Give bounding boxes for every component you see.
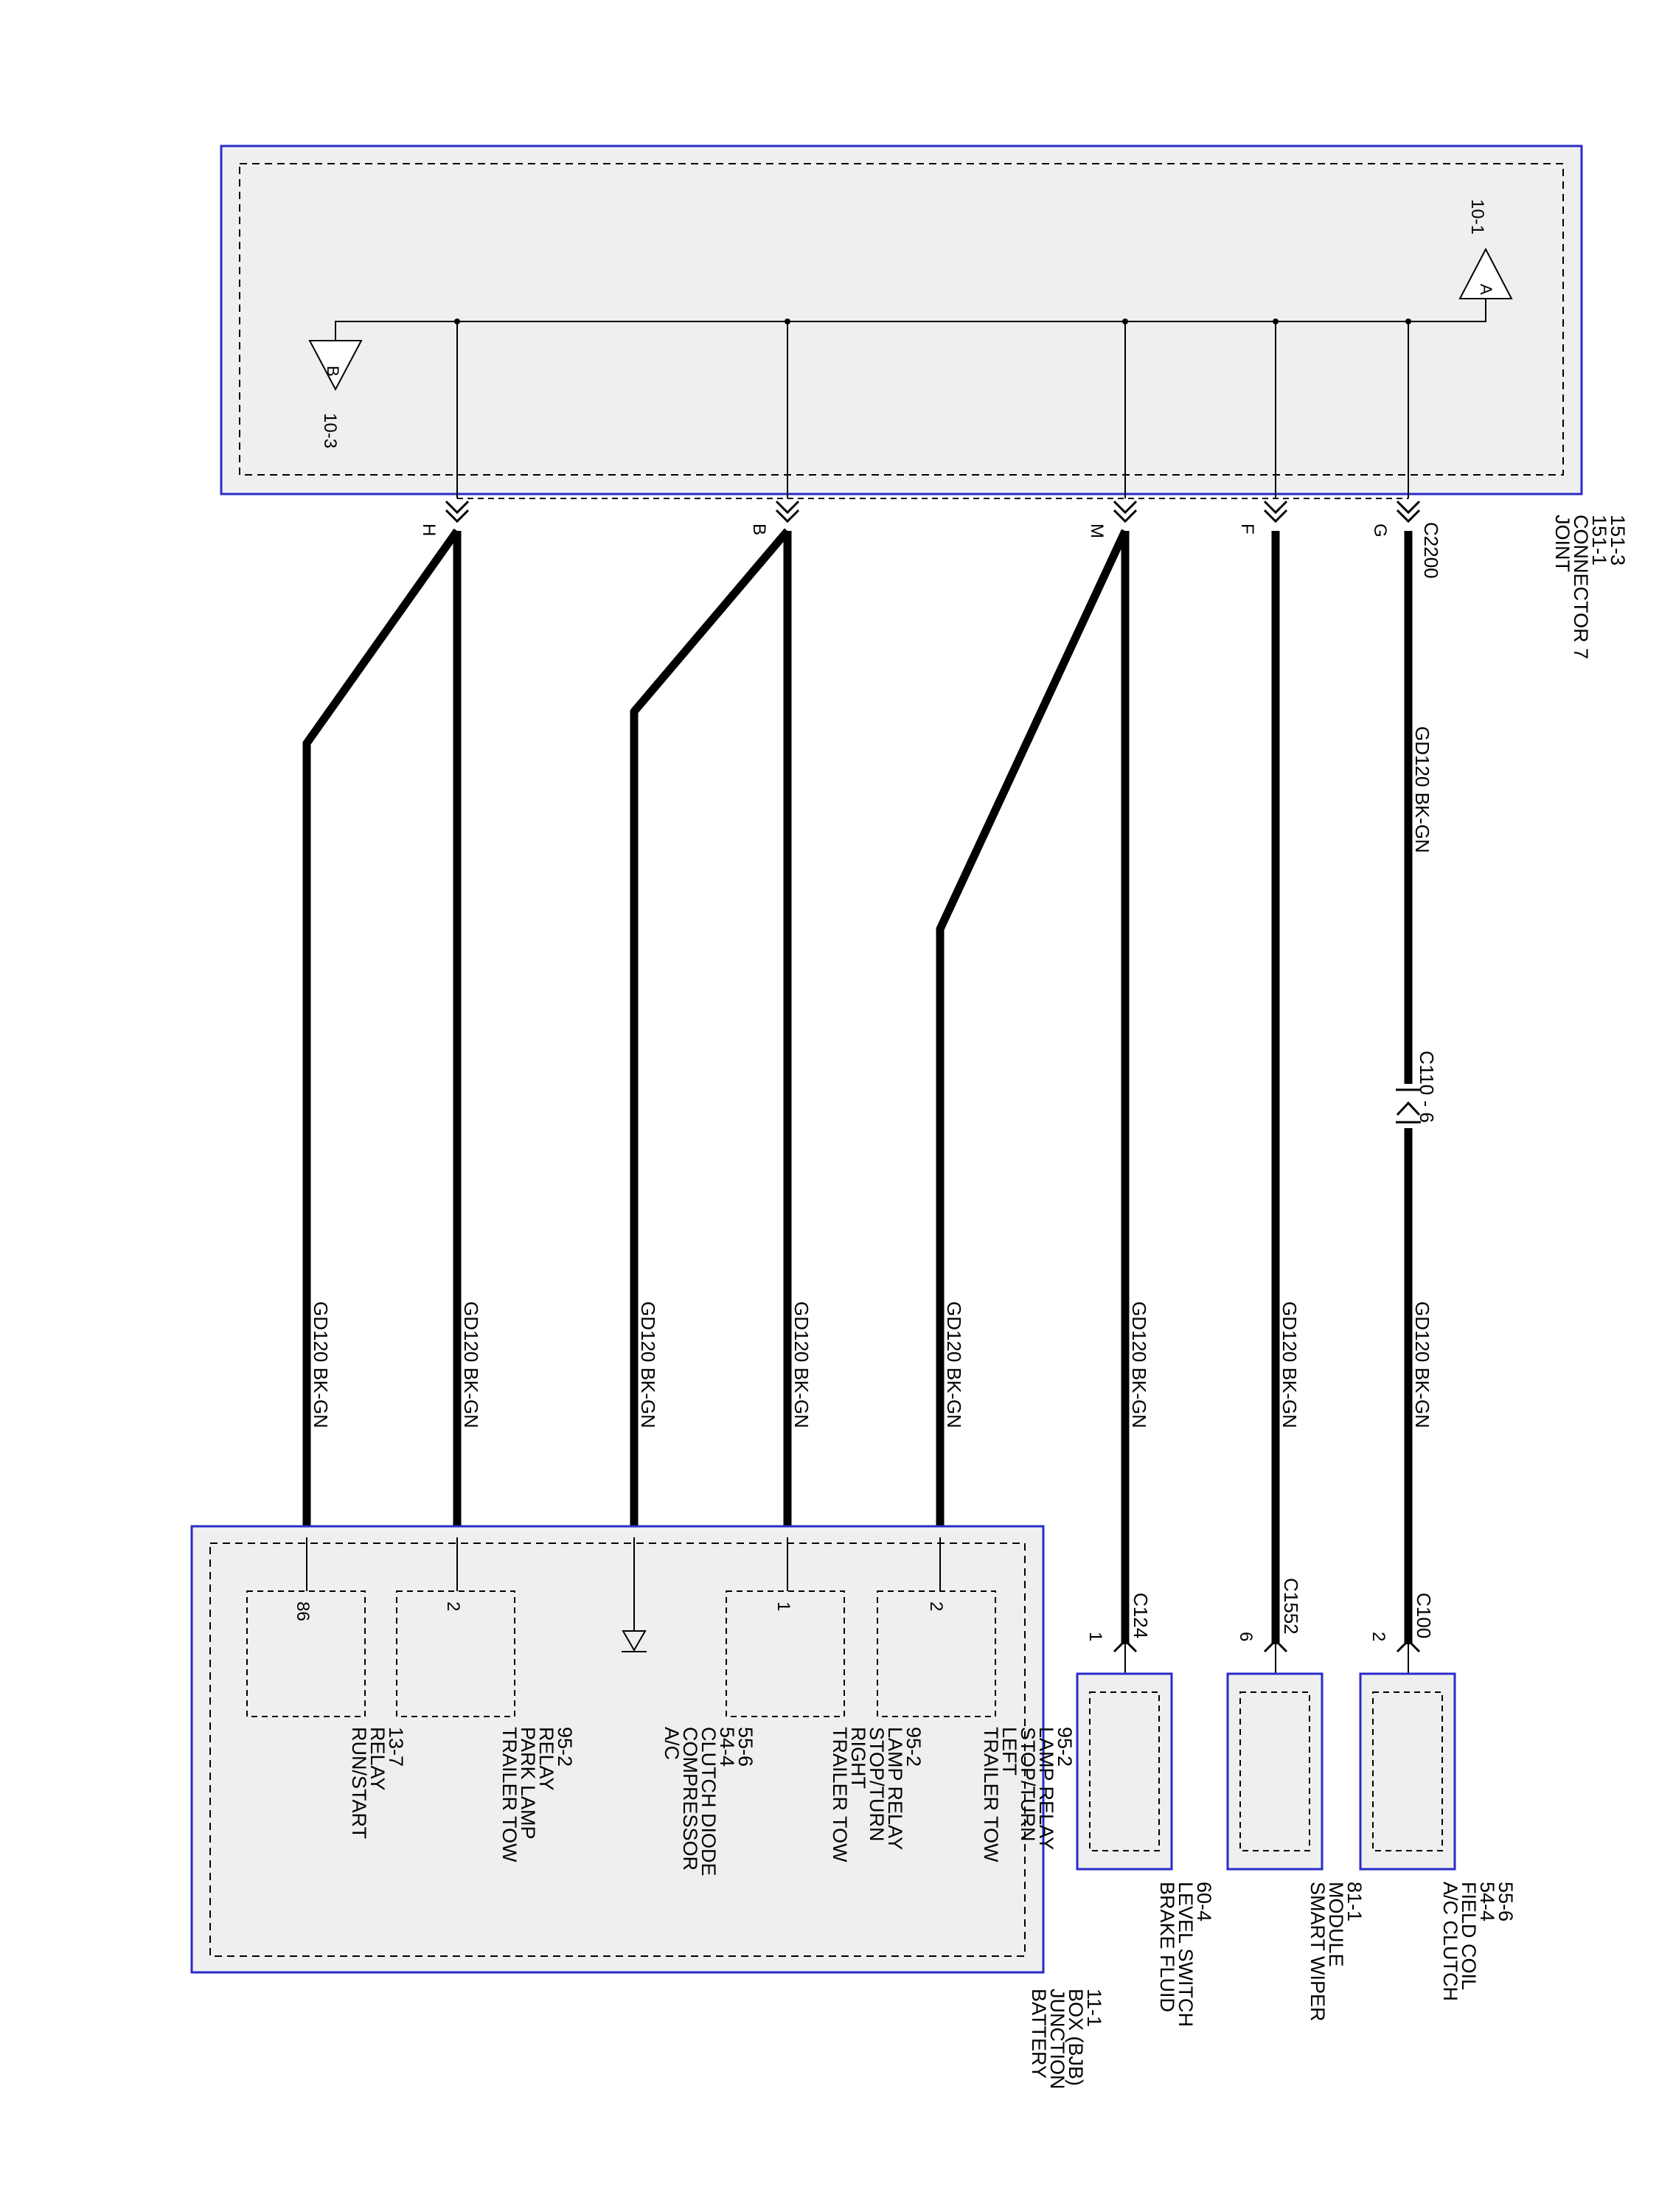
wire-g-upper-label: GD120 BK-GN xyxy=(1411,726,1433,853)
joint-connector-title: JOINT CONNECTOR 7 151-1 151-3 xyxy=(1551,515,1629,665)
joint-connector-box xyxy=(220,145,1583,495)
run-start-relay-label: RUN/START RELAY 13-7 xyxy=(348,1727,407,1844)
bjb-title: BATTERY JUNCTION BOX (BJB) 11-1 xyxy=(1028,1989,1105,2095)
c1552-pin: 6 xyxy=(1236,1632,1256,1641)
splice-dots xyxy=(454,319,1411,324)
trailer-tow-park-lamp-relay: 2 TRAILER TOW PARK LAMP RELAY 95-2 xyxy=(396,1537,576,1868)
c1552-label: C1552 xyxy=(1280,1578,1302,1635)
c110-connector-icon xyxy=(1396,1088,1421,1124)
left-stop-relay-label: TRAILER TOW LEFT STOP/TURN LAMP RELAY 95… xyxy=(980,1727,1076,1868)
wire-h-runstart xyxy=(302,528,461,1537)
c124-label: C124 xyxy=(1130,1593,1152,1638)
ac-compressor-clutch-diode-label: A/C COMPRESSOR CLUTCH DIODE 54-4 55-6 xyxy=(661,1727,757,1882)
wire-diode-label: GD120 BK-GN xyxy=(637,1301,659,1428)
brake-fluid-level-switch-label: BRAKE FLUID LEVEL SWITCH 60-4 xyxy=(1156,1882,1215,2033)
c110-label: C110 - 6 xyxy=(1416,1051,1438,1123)
flag-a-letter: A xyxy=(1477,284,1495,295)
smart-wiper-module: C1552 6 SMART WIPER MODULE 81-1 xyxy=(1226,1578,1366,2027)
pin-m-label: M xyxy=(1087,524,1107,538)
pin-b-label: B xyxy=(749,524,769,535)
flag-b-icon xyxy=(308,340,363,392)
pin-f-label: F xyxy=(1237,524,1257,535)
wire-m-label: GD120 BK-GN xyxy=(1128,1301,1150,1428)
ac-clutch-field-coil-label: A/C CLUTCH FIELD COIL 54-4 55-6 xyxy=(1439,1882,1517,2007)
c124-chevron-icon xyxy=(1113,1638,1138,1653)
right-stop-relay-pin: 1 xyxy=(773,1601,793,1611)
left-stop-relay-pin: 2 xyxy=(926,1601,946,1611)
wire-left-stop-label: GD120 BK-GN xyxy=(943,1301,965,1428)
battery-junction-box: BATTERY JUNCTION BOX (BJB) 11-1 xyxy=(190,1525,1105,2095)
run-start-relay: 86 RUN/START RELAY 13-7 xyxy=(246,1537,407,1844)
park-lamp-relay-pin: 2 xyxy=(443,1601,463,1611)
c100-label: C100 xyxy=(1413,1593,1435,1638)
pin-g-label: G xyxy=(1370,524,1390,538)
brake-fluid-level-switch: C124 1 BRAKE FLUID LEVEL SWITCH 60-4 xyxy=(1076,1593,1215,2033)
c2200-label: C2200 xyxy=(1420,522,1442,579)
c1552-chevron-icon xyxy=(1263,1638,1288,1653)
ac-compressor-clutch-diode: A/C COMPRESSOR CLUTCH DIODE 54-4 55-6 xyxy=(622,1537,757,1882)
smart-wiper-module-label: SMART WIPER MODULE 81-1 xyxy=(1307,1882,1366,2027)
diode-icon xyxy=(622,1630,647,1652)
wire-f-label: GD120 BK-GN xyxy=(1279,1301,1301,1428)
flag-b-letter: B xyxy=(324,366,342,377)
wire-b-diode xyxy=(630,528,791,1537)
wire-right-stop-label: GD120 BK-GN xyxy=(790,1301,813,1428)
joint-connector-inner-box xyxy=(239,163,1564,476)
trailer-tow-right-stop-turn-relay: 1 TRAILER TOW RIGHT STOP/TURN LAMP RELAY… xyxy=(726,1537,925,1868)
wire-m-left-stop xyxy=(936,529,1129,1537)
wire-park-label: GD120 BK-GN xyxy=(460,1301,482,1428)
park-lamp-relay-label: TRAILER TOW PARK LAMP RELAY 95-2 xyxy=(498,1727,576,1868)
trailer-tow-left-stop-turn-relay: 2 TRAILER TOW LEFT STOP/TURN LAMP RELAY … xyxy=(877,1537,1076,1868)
flag-a-ref: 10-1 xyxy=(1467,199,1487,234)
c124-pin: 1 xyxy=(1085,1632,1105,1641)
flag-a-icon xyxy=(1458,247,1513,299)
right-stop-relay-label: TRAILER TOW RIGHT STOP/TURN LAMP RELAY 9… xyxy=(829,1727,925,1868)
c2200-pin-chevrons xyxy=(445,500,1421,524)
wires xyxy=(302,528,1413,1644)
c100-pin: 2 xyxy=(1368,1632,1388,1641)
pin-h-label: H xyxy=(419,524,439,536)
flag-b-ref: 10-3 xyxy=(320,413,340,448)
wire-runstart-label: GD120 BK-GN xyxy=(310,1301,332,1428)
wire-g-label: GD120 BK-GN xyxy=(1411,1301,1433,1428)
ac-clutch-field-coil: C100 2 A/C CLUTCH FIELD COIL 54-4 55-6 xyxy=(1359,1593,1517,2007)
run-start-relay-pin: 86 xyxy=(293,1601,313,1621)
c100-chevron-icon xyxy=(1396,1638,1421,1653)
joint-bus-drops xyxy=(456,321,1409,498)
